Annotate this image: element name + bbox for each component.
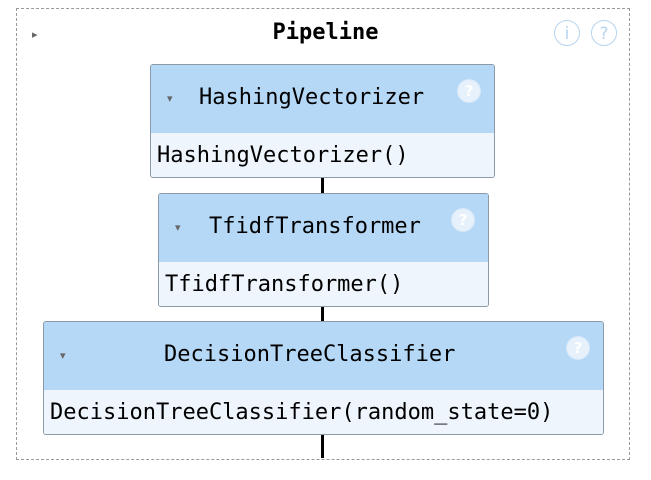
chevron-right-icon[interactable]: ▸	[32, 28, 38, 41]
step-body: DecisionTreeClassifier(random_state=0)	[44, 390, 603, 434]
step-tfidf-transformer: ▾ TfidfTransformer ? TfidfTransformer()	[158, 193, 489, 307]
connector-line	[321, 306, 324, 322]
chevron-down-icon[interactable]: ▾	[60, 349, 66, 362]
help-icon[interactable]: ?	[591, 20, 617, 46]
step-repr: TfidfTransformer()	[165, 272, 404, 297]
connector-line	[321, 178, 324, 194]
step-name[interactable]: HashingVectorizer	[199, 85, 425, 110]
step-body: HashingVectorizer()	[151, 133, 494, 177]
step-hashing-vectorizer: ▾ HashingVectorizer ? HashingVectorizer(…	[150, 64, 495, 178]
step-decision-tree-classifier: ▾ DecisionTreeClassifier ? DecisionTreeC…	[43, 321, 604, 435]
step-header[interactable]: ▾ HashingVectorizer ?	[151, 65, 494, 133]
step-body: TfidfTransformer()	[159, 262, 488, 306]
step-name[interactable]: TfidfTransformer	[209, 214, 421, 239]
step-name[interactable]: DecisionTreeClassifier	[164, 342, 456, 367]
step-header[interactable]: ▾ DecisionTreeClassifier ?	[44, 322, 603, 390]
pipeline-container	[16, 8, 630, 460]
step-header[interactable]: ▾ TfidfTransformer ?	[159, 194, 488, 262]
info-icon[interactable]: i	[554, 20, 580, 46]
help-icon[interactable]: ?	[566, 336, 590, 360]
help-icon[interactable]: ?	[451, 208, 475, 232]
connector-line	[321, 434, 324, 458]
step-repr: HashingVectorizer()	[157, 143, 409, 168]
chevron-down-icon[interactable]: ▾	[175, 221, 181, 234]
help-icon[interactable]: ?	[457, 79, 481, 103]
chevron-down-icon[interactable]: ▾	[167, 92, 173, 105]
pipeline-title[interactable]: Pipeline	[272, 20, 379, 45]
step-repr: DecisionTreeClassifier(random_state=0)	[50, 400, 554, 425]
